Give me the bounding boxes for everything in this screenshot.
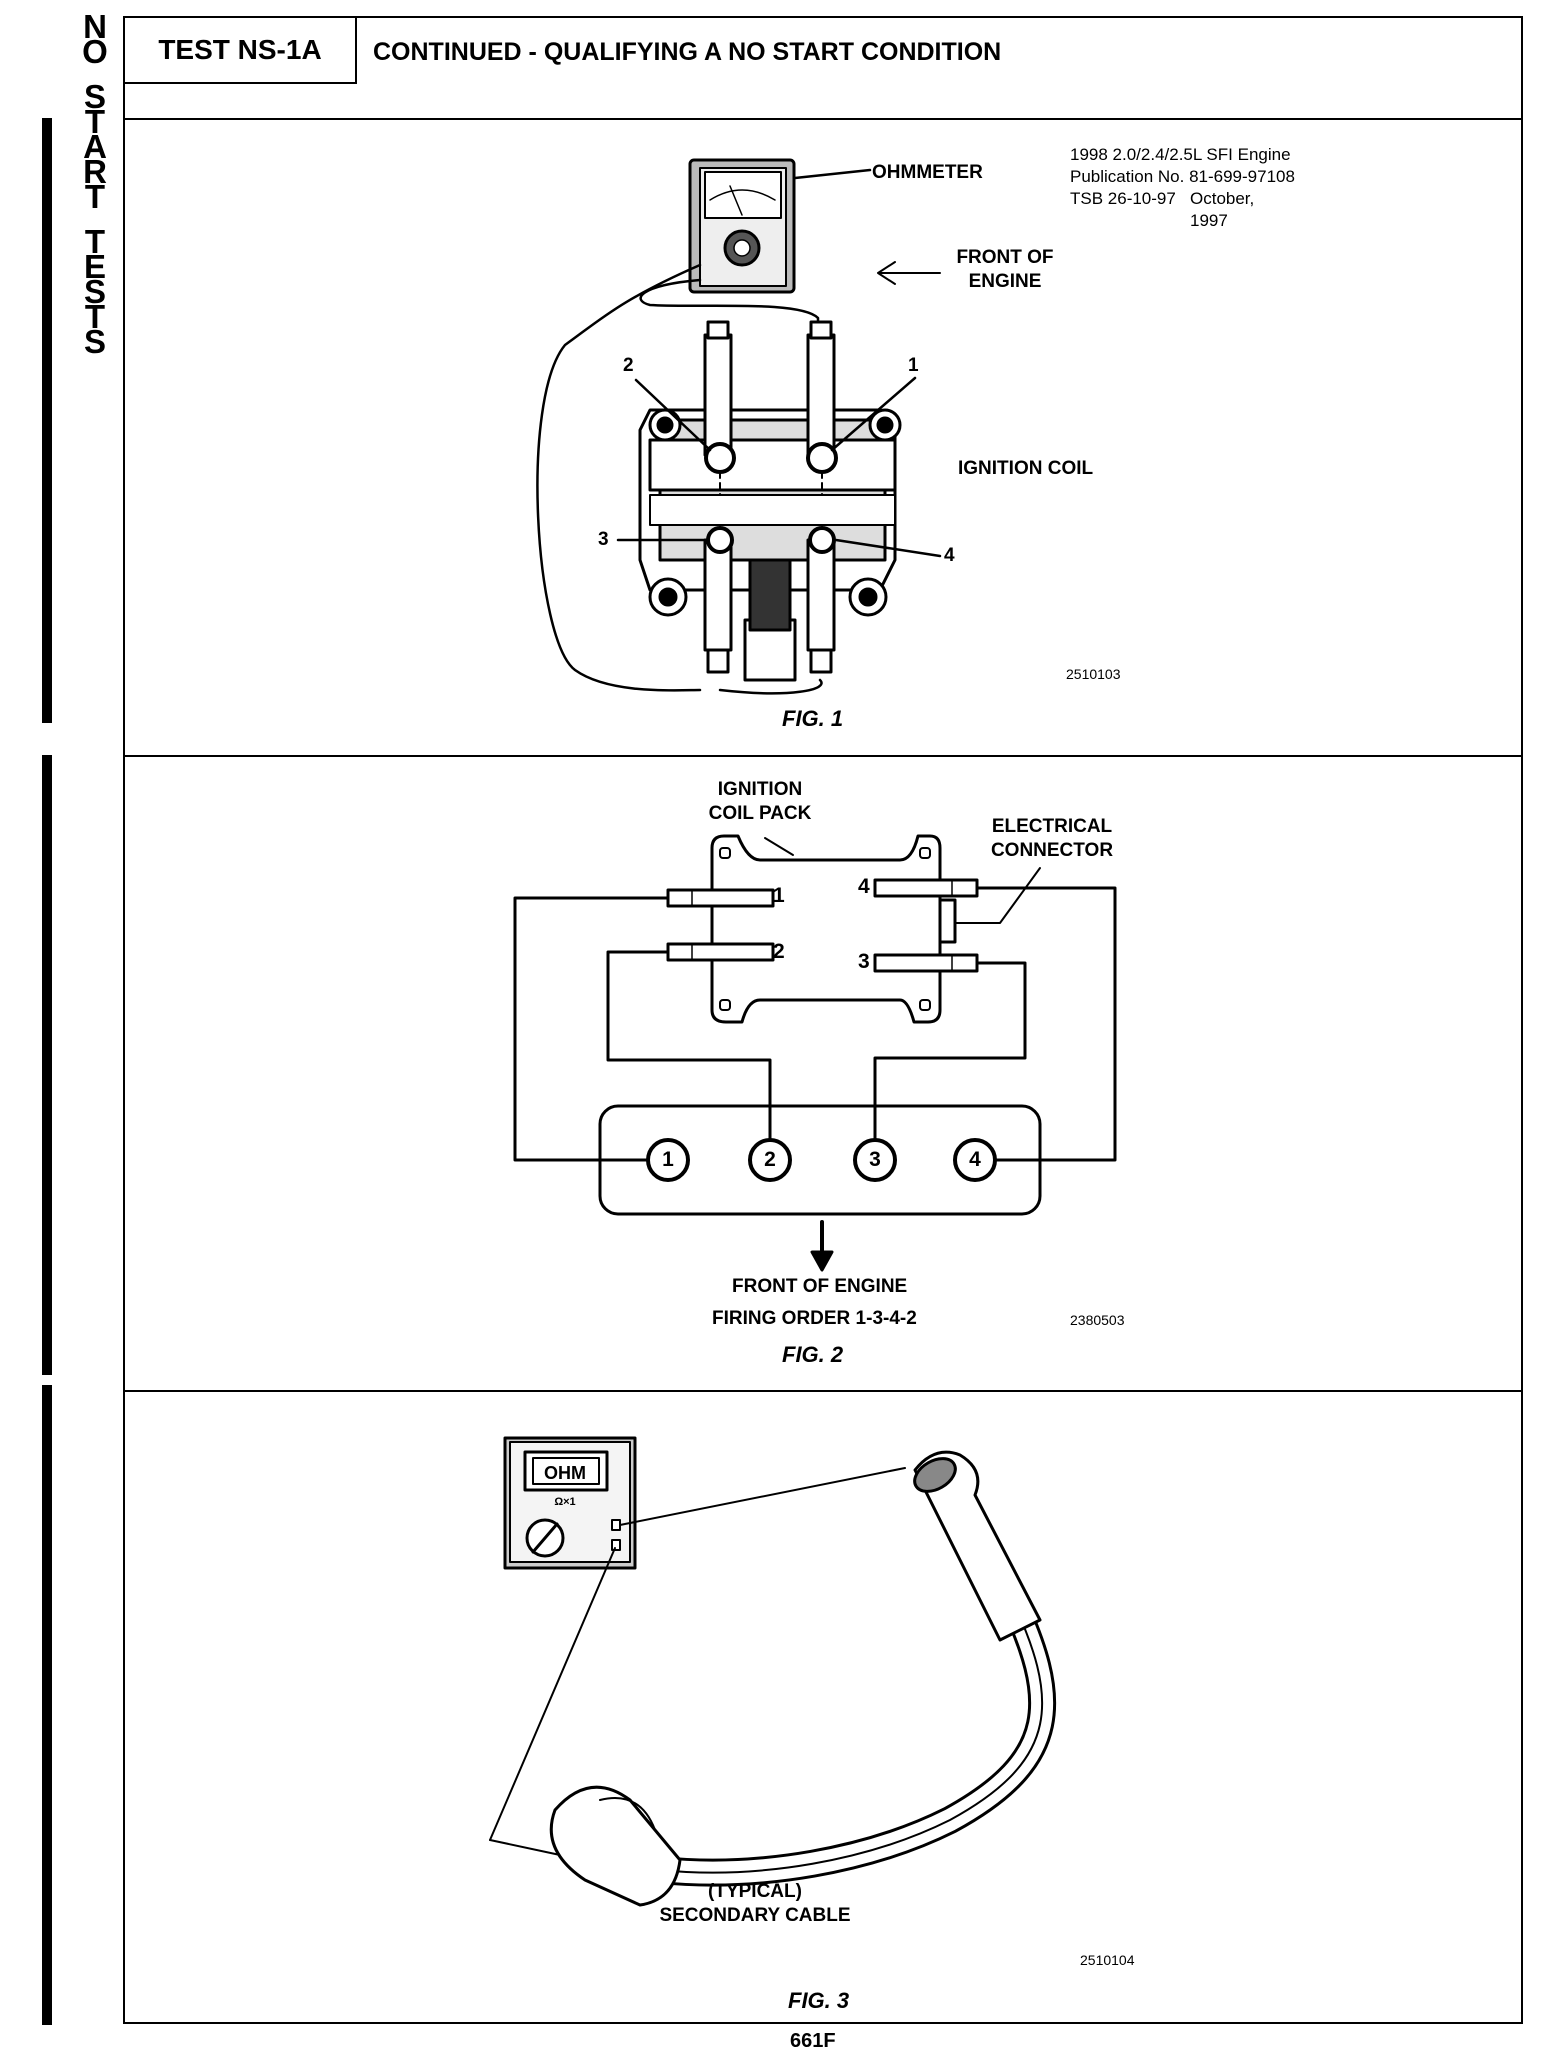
cylinder-label: 2	[764, 1148, 776, 1171]
publication-info: 1998 2.0/2.4/2.5L SFI Engine Publication…	[1070, 144, 1295, 230]
figure-caption: FIG. 3	[788, 1988, 850, 2013]
figure-code: 2510104	[1080, 1952, 1135, 1968]
wire-1	[513, 896, 670, 1162]
coil-pack-label-line: COIL PACK	[708, 803, 812, 824]
ohm-meter-illustration	[503, 1436, 637, 1570]
terminal-label: 4	[944, 545, 955, 566]
cylinder-label: 3	[869, 1148, 881, 1171]
figure-code: 2380503	[1070, 1312, 1125, 1328]
publication-line: 1998 2.0/2.4/2.5L SFI Engine	[1070, 145, 1291, 164]
coil-terminal-label: 3	[858, 950, 870, 973]
firing-order-label: FIRING ORDER 1-3-4-2	[712, 1308, 917, 1329]
coil-pack-label-line: IGNITION	[717, 779, 803, 800]
side-letter: N	[83, 8, 107, 45]
front-of-engine-label: FRONT OF ENGINE	[945, 246, 1065, 294]
test-lead	[489, 1547, 616, 1841]
connector-leader	[954, 867, 1041, 924]
terminal-label: 3	[598, 529, 609, 550]
terminal-leader	[830, 376, 917, 452]
margin-bar	[42, 1385, 52, 2025]
side-letter: T	[84, 298, 106, 335]
cylinder-label: 1	[662, 1148, 674, 1171]
connector-label-line: ELECTRICAL	[991, 816, 1113, 837]
margin-bar	[42, 755, 52, 1375]
secondary-cable-illustration	[549, 1450, 1057, 1907]
ohmmeter-illustration	[688, 158, 796, 294]
coil-pack-schematic	[666, 834, 979, 1024]
side-letter: E	[83, 248, 106, 285]
coil-terminal-label: 2	[773, 940, 785, 963]
electrical-connector-label: ELECTRICAL CONNECTOR	[982, 815, 1122, 863]
side-letter: O	[82, 33, 108, 70]
publication-line: Publication No. 81-699-97108	[1070, 167, 1295, 186]
side-letter: T	[84, 103, 106, 140]
side-letter: A	[83, 128, 107, 165]
secondary-cable-label: (TYPICAL) SECONDARY CABLE	[640, 1880, 870, 1928]
wire-3	[873, 961, 1027, 1142]
meter-display-text: OHM	[544, 1463, 586, 1483]
cable-label-line: (TYPICAL)	[708, 1881, 802, 1902]
figure-caption: FIG. 1	[782, 706, 844, 731]
ignition-coil-illustration	[638, 320, 902, 682]
side-letter: S	[83, 78, 106, 115]
terminal-leader	[834, 538, 942, 558]
page-frame	[123, 16, 1523, 2024]
figure-code: 2510103	[1066, 666, 1121, 682]
divider	[123, 1390, 1523, 1392]
test-lead	[619, 1467, 906, 1526]
page-number: 661F	[790, 2030, 836, 2052]
test-lead	[536, 263, 702, 692]
ignition-coil-label: IGNITION COIL	[958, 458, 1094, 479]
terminal-label: 1	[908, 355, 919, 376]
test-id-box: TEST NS-1A	[123, 16, 357, 84]
ohmmeter-leader	[793, 168, 872, 180]
wire-4	[975, 886, 1117, 1162]
test-id: TEST NS-1A	[158, 34, 322, 65]
coil-terminal-label: 4	[858, 875, 870, 898]
connector-label-line: CONNECTOR	[990, 840, 1114, 861]
publication-date: October, 1997	[1190, 189, 1255, 230]
cylinder-label: 4	[969, 1148, 981, 1171]
divider	[123, 118, 1523, 120]
publication-line: TSB 26-10-97	[1070, 189, 1176, 208]
wire-2	[606, 950, 772, 1142]
front-label-line: FRONT OF	[956, 247, 1054, 268]
margin-bar	[42, 118, 52, 723]
figure-caption: FIG. 2	[782, 1342, 844, 1367]
side-letter: R	[83, 153, 107, 190]
front-of-engine-label: FRONT OF ENGINE	[732, 1276, 908, 1297]
cable-label-line: SECONDARY CABLE	[659, 1905, 851, 1926]
terminal-leader	[634, 378, 712, 452]
side-letter: S	[83, 323, 106, 360]
page-title: CONTINUED - QUALIFYING A NO START CONDIT…	[373, 38, 1002, 66]
side-title: N O S T A R T T E S T S	[80, 8, 110, 360]
terminal-label: 2	[623, 355, 634, 376]
coil-pack-leader	[764, 837, 794, 856]
test-lead	[639, 278, 820, 337]
side-letter: S	[83, 273, 106, 310]
front-label-line: ENGINE	[968, 271, 1042, 292]
side-letter: T	[84, 223, 106, 260]
coil-pack-label: IGNITION COIL PACK	[690, 778, 830, 826]
side-letter: T	[84, 178, 106, 215]
ohmmeter-label: OHMMETER	[872, 162, 983, 183]
test-lead	[718, 678, 823, 695]
coil-terminal-label: 1	[773, 884, 785, 907]
meter-range-text: Ω×1	[554, 1496, 576, 1508]
divider	[123, 755, 1523, 757]
